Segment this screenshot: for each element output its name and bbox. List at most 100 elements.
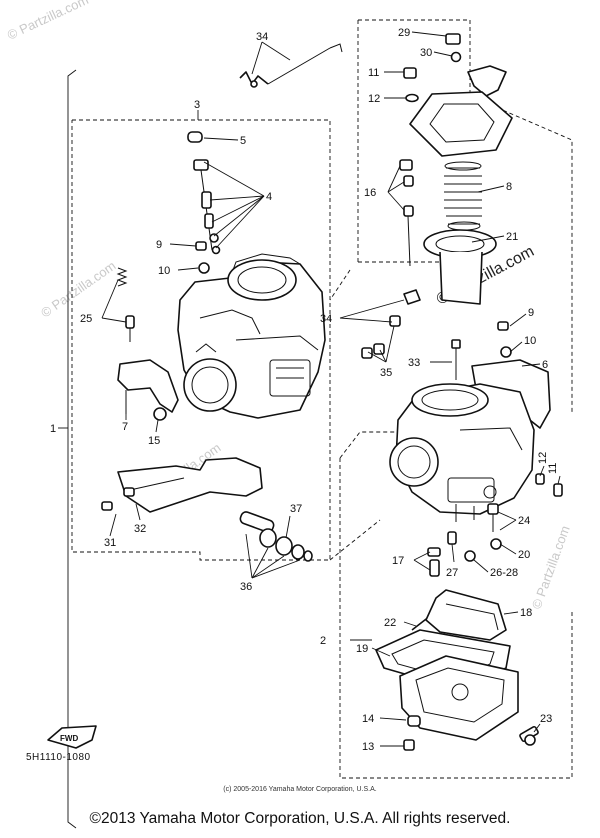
leader-lines (101, 31, 561, 747)
callout-9-left: 9 (156, 239, 162, 251)
top-cover-inner (429, 103, 495, 143)
part-34-link-rod (239, 43, 343, 88)
credit-line: (c) 2005-2016 Yamaha Motor Corporation, … (223, 786, 377, 793)
callout-11-right: 11 (547, 463, 559, 474)
part-34-clip (403, 289, 421, 305)
callout-13: 13 (362, 741, 374, 753)
part-26-28-washer (464, 550, 476, 562)
left-carburetor (177, 253, 326, 419)
callout-numbers: 1 2 3 4 5 6 7 8 9 9 10 10 11 11 12 12 13… (50, 27, 559, 753)
callout-8: 8 (506, 181, 512, 193)
part-33-bolt (451, 339, 461, 380)
copyright-line: ©2013 Yamaha Motor Corporation, U.S.A. A… (89, 810, 511, 827)
part-11-screw-right (553, 483, 563, 497)
callout-27: 27 (446, 567, 458, 579)
callout-34-top: 34 (256, 31, 268, 43)
watermark: © Partzilla.com (529, 524, 573, 611)
top-cover (409, 91, 513, 157)
float-bowl (399, 655, 519, 741)
callout-31: 31 (104, 537, 116, 549)
part-13-screw (403, 739, 415, 751)
group-box-edge (329, 519, 381, 561)
fwd-label: FWD (60, 734, 78, 743)
gasket-inner (391, 639, 495, 681)
part-21-diaphragm (423, 229, 497, 305)
callout-32: 32 (134, 523, 146, 535)
callout-37: 37 (290, 503, 302, 515)
part-11-screw-top (403, 67, 417, 79)
callout-12-right: 12 (537, 452, 549, 464)
part-17-jet-set (427, 547, 441, 577)
part-5-cap (187, 131, 203, 143)
callout-26-28: 26-28 (490, 567, 518, 579)
watermark: © Partzilla.com (38, 258, 118, 321)
watermark: © Partzilla.com (5, 0, 91, 43)
callout-30: 30 (420, 47, 432, 59)
callout-10-right: 10 (524, 335, 536, 347)
callout-35: 35 (380, 367, 392, 379)
part-9-screw-right (497, 321, 509, 331)
callout-33: 33 (408, 357, 420, 369)
group-box-edge (339, 431, 404, 459)
callout-21: 21 (506, 231, 518, 243)
callout-22: 22 (384, 617, 396, 629)
part-14-plug (407, 715, 421, 727)
callout-25: 25 (80, 313, 92, 325)
callout-5: 5 (240, 135, 246, 147)
callout-10-left: 10 (158, 265, 170, 277)
callout-7: 7 (122, 421, 128, 433)
callout-6: 6 (542, 359, 548, 371)
callout-9-right: 9 (528, 307, 534, 319)
callout-19: 19 (356, 643, 368, 655)
part-15-screw (153, 407, 167, 421)
part-24-screw (487, 503, 499, 532)
float-line (445, 603, 499, 631)
part-27-jet (447, 531, 457, 545)
group-box-2 (339, 458, 573, 779)
part-9-screw-left (195, 241, 207, 251)
callout-16: 16 (364, 187, 376, 199)
part-12-washer-right (535, 473, 545, 485)
part-12-washer-top (405, 93, 419, 103)
part-35-screw-set (361, 315, 401, 359)
callout-14: 14 (362, 713, 374, 725)
callout-23: 23 (540, 713, 552, 725)
part-31-screw (101, 501, 113, 511)
part-25-spring-screw (116, 267, 135, 342)
callout-29: 29 (398, 27, 410, 39)
part-32-screw (123, 487, 135, 497)
callout-11-top: 11 (368, 67, 379, 79)
part-23-drain-screw (519, 725, 539, 746)
part-32-plate (117, 457, 263, 513)
part-18-float (425, 589, 507, 641)
callout-18: 18 (520, 607, 532, 619)
group-box-3 (71, 119, 331, 561)
callout-20: 20 (518, 549, 530, 561)
right-carburetor (389, 383, 535, 522)
part-29-screw (445, 33, 461, 45)
assembly-bracket-1 (67, 69, 77, 829)
callout-15: 15 (148, 435, 160, 447)
callout-3: 3 (194, 99, 200, 111)
callout-4: 4 (266, 191, 272, 203)
part-20-washer (490, 538, 502, 550)
part-7-bracket (117, 359, 179, 413)
plate-line (129, 477, 185, 491)
part-10-washer-right (500, 346, 512, 358)
fwd-arrow-badge: FWD (47, 725, 97, 749)
callout-34-mid: 34 (320, 313, 332, 325)
top-bracket (467, 65, 507, 97)
callout-24: 24 (518, 515, 530, 527)
callout-36: 36 (240, 581, 252, 593)
part-8-diaphragm-spring (444, 161, 482, 231)
callout-12-top: 12 (368, 93, 380, 105)
part-30-washer (450, 51, 462, 63)
group-box-edge (329, 269, 351, 301)
part-16-needle-set (399, 159, 414, 267)
diagram-code: 5H1110-1080 (26, 752, 91, 763)
callout-17: 17 (392, 555, 404, 567)
callout-1: 1 (50, 423, 56, 435)
part-10-washer-left (198, 262, 210, 274)
part-4-screw-set (193, 159, 221, 255)
